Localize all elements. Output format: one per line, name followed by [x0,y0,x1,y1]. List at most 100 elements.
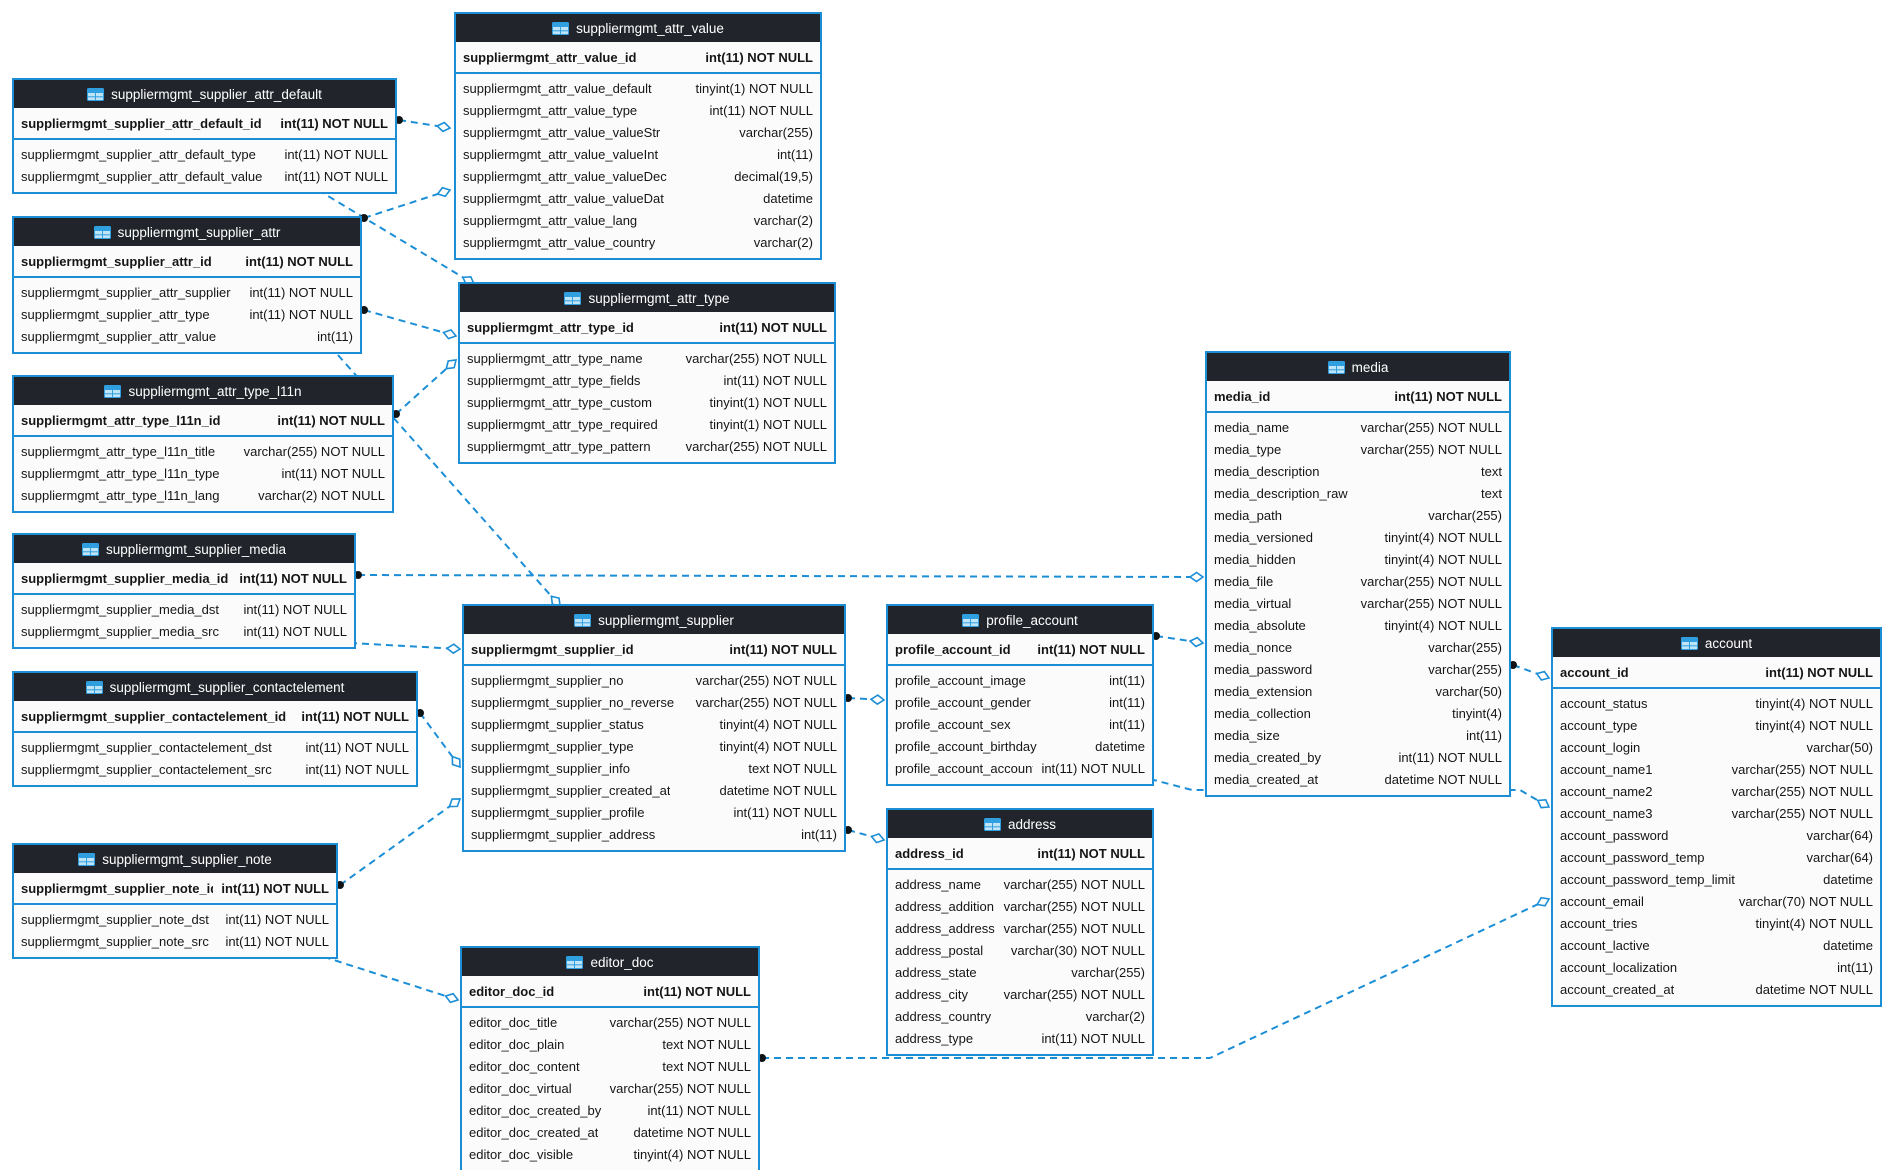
column-row[interactable]: account_lactive datetime [1553,934,1880,956]
column-row[interactable]: suppliermgmt_attr_type_pattern varchar(2… [460,435,834,457]
column-row[interactable]: account_password_temp_limit datetime [1553,868,1880,890]
column-row[interactable]: suppliermgmt_supplier_attr_value int(11) [14,325,360,347]
table-header[interactable]: suppliermgmt_attr_type_l11n [14,377,392,405]
column-row[interactable]: media_file varchar(255) NOT NULL [1207,570,1509,592]
column-row[interactable]: editor_doc_virtual varchar(255) NOT NULL [462,1077,758,1099]
column-row[interactable]: suppliermgmt_supplier_attr_type int(11) … [14,303,360,325]
column-row[interactable]: profile_account_sex int(11) [888,713,1152,735]
column-row[interactable]: suppliermgmt_attr_value_valueDat datetim… [456,187,820,209]
rel-supplier-address[interactable] [844,826,886,844]
table-suppliermgmt_attr_type[interactable]: suppliermgmt_attr_type suppliermgmt_attr… [458,282,836,464]
column-row[interactable]: address_city varchar(255) NOT NULL [888,983,1152,1005]
column-row[interactable]: media_virtual varchar(255) NOT NULL [1207,592,1509,614]
column-row[interactable]: suppliermgmt_attr_type_id int(11) NOT NU… [460,314,834,340]
column-row[interactable]: suppliermgmt_supplier_contactelement_id … [14,703,416,729]
table-header[interactable]: media [1207,353,1509,381]
column-row[interactable]: suppliermgmt_attr_value_valueDec decimal… [456,165,820,187]
rel-attr_type_l11n-attr_type[interactable] [392,359,458,418]
column-row[interactable]: suppliermgmt_attr_type_l11n_lang varchar… [14,484,392,506]
table-header[interactable]: address [888,810,1152,838]
table-suppliermgmt_supplier_media[interactable]: suppliermgmt_supplier_media suppliermgmt… [12,533,356,649]
column-row[interactable]: media_password varchar(255) [1207,658,1509,680]
column-row[interactable]: suppliermgmt_attr_type_required tinyint(… [460,413,834,435]
column-row[interactable]: account_login varchar(50) [1553,736,1880,758]
table-account[interactable]: account account_id int(11) NOT NULL acco… [1551,627,1882,1007]
column-row[interactable]: editor_doc_title varchar(255) NOT NULL [462,1011,758,1033]
column-row[interactable]: suppliermgmt_supplier_media_src int(11) … [14,620,354,642]
table-header[interactable]: profile_account [888,606,1152,634]
rel-profile_account-media[interactable] [1152,632,1205,648]
column-row[interactable]: account_password_temp varchar(64) [1553,846,1880,868]
column-row[interactable]: suppliermgmt_supplier_address int(11) [464,823,844,845]
table-suppliermgmt_supplier[interactable]: suppliermgmt_supplier suppliermgmt_suppl… [462,604,846,852]
column-row[interactable]: media_name varchar(255) NOT NULL [1207,416,1509,438]
column-row[interactable]: editor_doc_visible tinyint(4) NOT NULL [462,1143,758,1165]
column-row[interactable]: suppliermgmt_attr_type_custom tinyint(1)… [460,391,834,413]
rel-supplier_media-supplier[interactable] [346,639,462,655]
table-editor_doc[interactable]: editor_doc editor_doc_id int(11) NOT NUL… [460,946,760,1170]
column-row[interactable]: account_tries tinyint(4) NOT NULL [1553,912,1880,934]
column-row[interactable]: suppliermgmt_supplier_note_id int(11) NO… [14,875,336,901]
column-row[interactable]: media_type varchar(255) NOT NULL [1207,438,1509,460]
column-row[interactable]: suppliermgmt_supplier_created_at datetim… [464,779,844,801]
column-row[interactable]: suppliermgmt_supplier_contactelement_src… [14,758,416,780]
column-row[interactable]: suppliermgmt_attr_value_country varchar(… [456,231,820,253]
column-row[interactable]: address_address varchar(255) NOT NULL [888,917,1152,939]
column-row[interactable]: address_addition varchar(255) NOT NULL [888,895,1152,917]
column-row[interactable]: account_name3 varchar(255) NOT NULL [1553,802,1880,824]
column-row[interactable]: address_country varchar(2) [888,1005,1152,1027]
column-row[interactable]: media_versioned tinyint(4) NOT NULL [1207,526,1509,548]
column-row[interactable]: suppliermgmt_attr_value_valueInt int(11) [456,143,820,165]
table-suppliermgmt_supplier_attr_default[interactable]: suppliermgmt_supplier_attr_default suppl… [12,78,397,194]
column-row[interactable]: media_size int(11) [1207,724,1509,746]
column-row[interactable]: media_created_at datetime NOT NULL [1207,768,1509,790]
table-media[interactable]: media media_id int(11) NOT NULL media_na… [1205,351,1511,797]
column-row[interactable]: suppliermgmt_attr_type_l11n_title varcha… [14,440,392,462]
table-suppliermgmt_supplier_contactelement[interactable]: suppliermgmt_supplier_contactelement sup… [12,671,418,787]
column-row[interactable]: media_path varchar(255) [1207,504,1509,526]
column-row[interactable]: address_type int(11) NOT NULL [888,1027,1152,1049]
rel-supplier_note-supplier[interactable] [336,798,462,889]
rel-supplier_attr-attr_type[interactable] [360,306,458,340]
rel-supplier_attr-attr_value[interactable] [360,186,452,222]
column-row[interactable]: media_id int(11) NOT NULL [1207,383,1509,409]
column-row[interactable]: address_id int(11) NOT NULL [888,840,1152,866]
table-suppliermgmt_attr_value[interactable]: suppliermgmt_attr_value suppliermgmt_att… [454,12,822,260]
column-row[interactable]: media_description text [1207,460,1509,482]
column-row[interactable]: account_name1 varchar(255) NOT NULL [1553,758,1880,780]
column-row[interactable]: suppliermgmt_supplier_no varchar(255) NO… [464,669,844,691]
column-row[interactable]: suppliermgmt_supplier_attr_default_id in… [14,110,395,136]
table-address[interactable]: address address_id int(11) NOT NULL addr… [886,808,1154,1056]
column-row[interactable]: address_postal varchar(30) NOT NULL [888,939,1152,961]
column-row[interactable]: media_hidden tinyint(4) NOT NULL [1207,548,1509,570]
table-header[interactable]: suppliermgmt_supplier_contactelement [14,673,416,701]
column-row[interactable]: suppliermgmt_attr_value_type int(11) NOT… [456,99,820,121]
table-header[interactable]: suppliermgmt_attr_type [460,284,834,312]
column-row[interactable]: profile_account_birthday datetime [888,735,1152,757]
column-row[interactable]: suppliermgmt_supplier_note_dst int(11) N… [14,908,336,930]
column-row[interactable]: media_extension varchar(50) [1207,680,1509,702]
column-row[interactable]: profile_account_account int(11) NOT NULL [888,757,1152,779]
rel-editor_doc-account[interactable] [758,896,1551,1062]
column-row[interactable]: account_email varchar(70) NOT NULL [1553,890,1880,912]
column-row[interactable]: account_id int(11) NOT NULL [1553,659,1880,685]
column-row[interactable]: suppliermgmt_attr_type_name varchar(255)… [460,347,834,369]
rel-supplier_contactelement-supplier[interactable] [416,709,461,769]
column-row[interactable]: suppliermgmt_supplier_info text NOT NULL [464,757,844,779]
column-row[interactable]: address_state varchar(255) [888,961,1152,983]
column-row[interactable]: suppliermgmt_supplier_attr_default_type … [14,143,395,165]
rel-supplier_attr_default-attr_value[interactable] [395,116,452,133]
column-row[interactable]: editor_doc_plain text NOT NULL [462,1033,758,1055]
column-row[interactable]: suppliermgmt_supplier_no_reverse varchar… [464,691,844,713]
column-row[interactable]: suppliermgmt_attr_value_id int(11) NOT N… [456,44,820,70]
table-header[interactable]: suppliermgmt_supplier_note [14,845,336,873]
column-row[interactable]: editor_doc_created_at datetime NOT NULL [462,1121,758,1143]
column-row[interactable]: address_name varchar(255) NOT NULL [888,873,1152,895]
rel-media-account[interactable] [1509,661,1551,681]
table-header[interactable]: suppliermgmt_attr_value [456,14,820,42]
column-row[interactable]: editor_doc_content text NOT NULL [462,1055,758,1077]
rel-supplier_media-media[interactable] [354,571,1205,583]
column-row[interactable]: media_nonce varchar(255) [1207,636,1509,658]
column-row[interactable]: suppliermgmt_supplier_attr_id int(11) NO… [14,248,360,274]
